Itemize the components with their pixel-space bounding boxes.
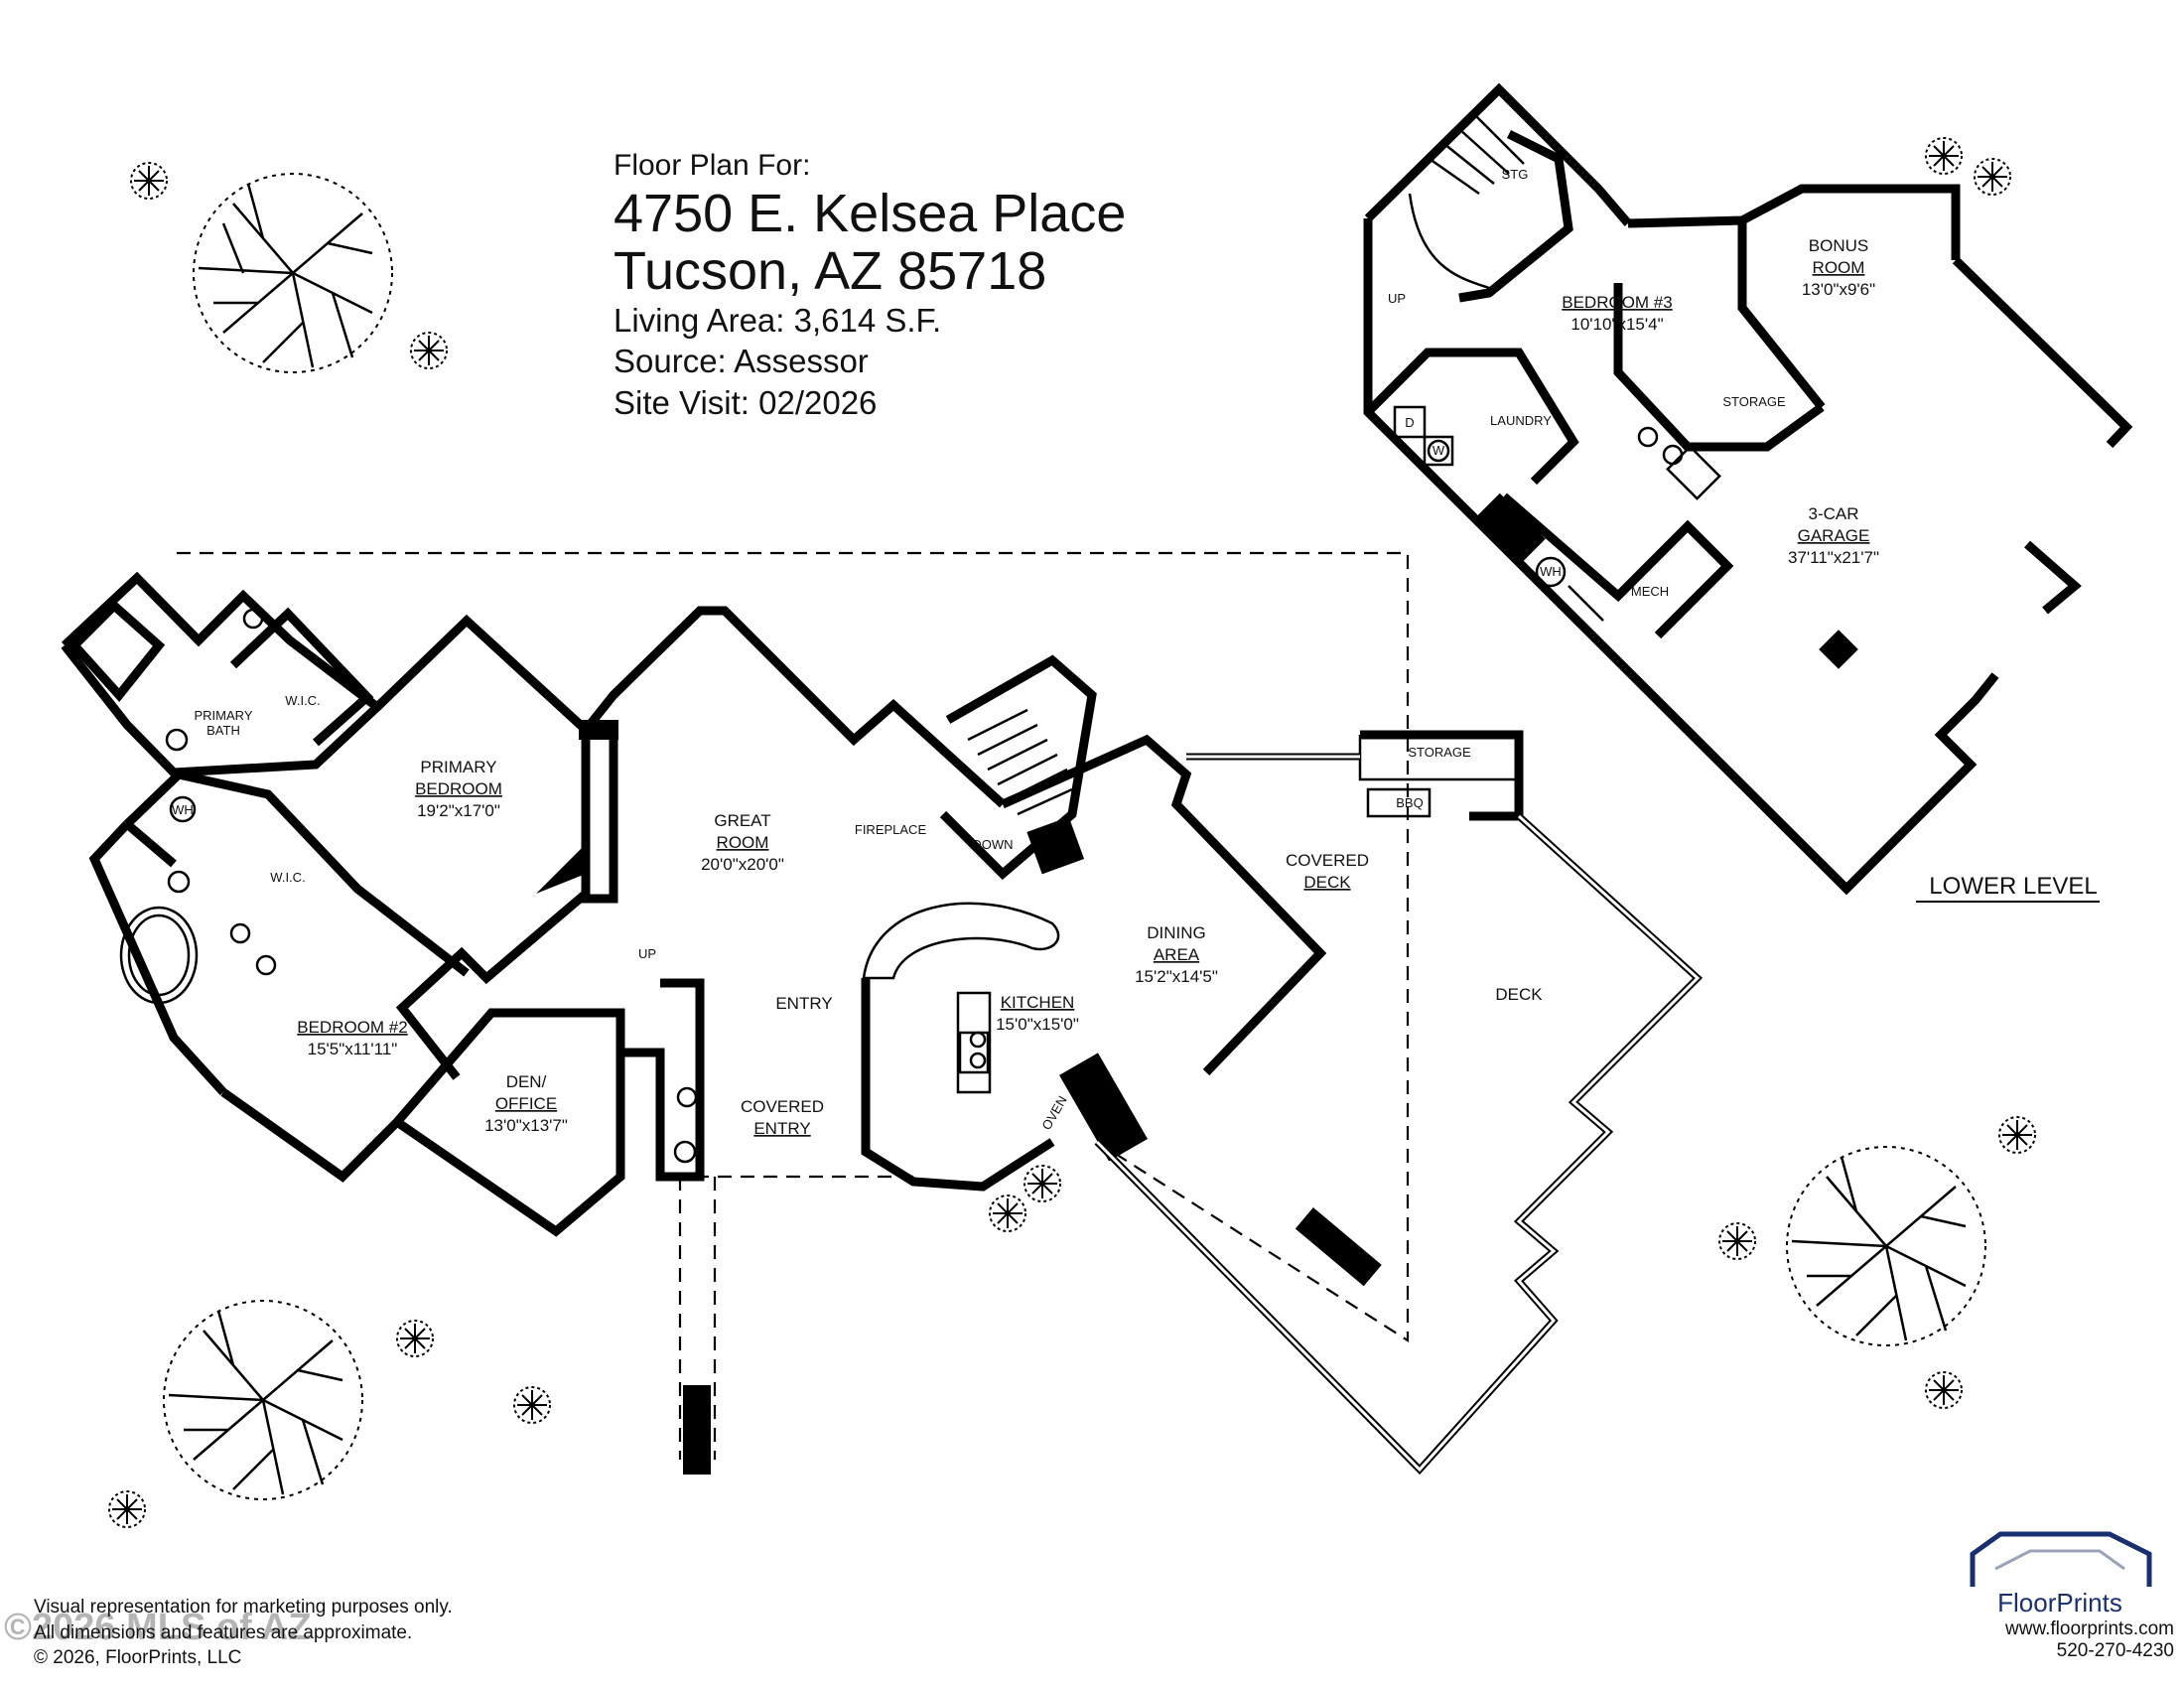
dim-den: 13'0"x13'7": [484, 1116, 568, 1135]
website-link[interactable]: www.floorprints.com: [2005, 1618, 2174, 1639]
room-label-garage-1: 3-CAR: [1808, 504, 1858, 523]
room-label-primary-bedroom-1: PRIMARY: [420, 758, 496, 776]
shrub-icon: [108, 137, 2036, 1528]
stair-treads: [967, 708, 1073, 816]
room-label-den-1: DEN/: [506, 1072, 547, 1091]
bath-fixtures: [119, 608, 987, 1164]
tree-icon: [1786, 1146, 1986, 1346]
oven-label: OVEN: [1038, 1093, 1069, 1132]
disclaimer: Visual representation for marketing purp…: [34, 1595, 453, 1671]
room-label-laundry: LAUNDRY: [1490, 413, 1552, 428]
plan-header: Floor Plan For: 4750 E. Kelsea Place Tuc…: [614, 147, 1126, 423]
room-label-great-room-1: GREAT: [714, 811, 770, 830]
room-label-dining-1: DINING: [1147, 923, 1206, 942]
room-label-kitchen: KITCHEN: [1001, 993, 1075, 1012]
dim-dining: 15'2"x14'5": [1135, 967, 1218, 986]
street-address: 4750 E. Kelsea Place: [614, 183, 1127, 243]
room-label-bedroom-3: BEDROOM #3: [1562, 293, 1672, 312]
room-label-primary-bath-1: PRIMARY: [195, 708, 253, 723]
room-label-bedroom-2: BEDROOM #2: [297, 1018, 407, 1037]
room-label-entry: ENTRY: [775, 994, 832, 1013]
room-label-wic-1: W.I.C.: [285, 693, 320, 708]
copyright: © 2026, FloorPrints, LLC: [34, 1647, 242, 1669]
room-label-garage-2: GARAGE: [1798, 526, 1870, 545]
room-label-bonus-2: ROOM: [1813, 258, 1865, 277]
stair-up-label: UP: [638, 946, 656, 961]
room-label-great-room-2: ROOM: [717, 833, 769, 852]
mls-watermark: ©2026 MLS of AZ: [4, 1607, 312, 1648]
dim-bedroom-3: 10'10"x15'4": [1570, 315, 1663, 334]
disclaimer-line-2: All dimensions and features are approxim…: [34, 1621, 413, 1643]
disclaimer-line-1: Visual representation for marketing purp…: [34, 1597, 453, 1618]
water-heater-label: WH: [172, 802, 194, 817]
room-label-primary-bath-2: BATH: [206, 723, 240, 738]
room-label-wic-2: W.I.C.: [270, 870, 305, 885]
room-label-covered-entry-1: COVERED: [741, 1097, 824, 1116]
lower-level-walls: [1363, 82, 2133, 896]
bbq-label: BBQ: [1396, 795, 1423, 810]
column: [683, 1385, 711, 1475]
room-label-deck: DECK: [1495, 985, 1543, 1004]
lower-level-title: LOWER LEVEL: [1929, 873, 2097, 900]
dim-bedroom-2: 15'5"x11'11": [308, 1040, 398, 1058]
stair-down-label: DOWN: [972, 837, 1013, 852]
tree-icon: [193, 173, 393, 373]
room-label-storage-main: STORAGE: [1408, 745, 1471, 760]
dim-garage: 37'11"x21'7": [1788, 548, 1879, 567]
living-area: Living Area: 3,614 S.F.: [614, 302, 942, 340]
site-visit: Site Visit: 02/2026: [614, 383, 878, 421]
room-label-bonus-1: BONUS: [1809, 236, 1868, 255]
dim-kitchen: 15'0"x15'0": [996, 1015, 1079, 1034]
city-state-zip: Tucson, AZ 85718: [614, 240, 1047, 301]
plan-for-label: Floor Plan For:: [614, 149, 811, 182]
dim-great-room: 20'0"x20'0": [701, 855, 784, 874]
source: Source: Assessor: [614, 343, 869, 380]
room-label-mech: MECH: [1631, 584, 1669, 599]
room-label-dining-2: AREA: [1154, 945, 1200, 964]
room-label-primary-bedroom-2: BEDROOM: [415, 779, 502, 798]
fireplace-label: FIREPLACE: [855, 822, 927, 837]
lower-stair-up-label: UP: [1388, 291, 1406, 306]
room-label-stg: STG: [1502, 167, 1529, 182]
deck-outline: [1094, 813, 1704, 1476]
room-label-covered-deck-1: COVERED: [1286, 851, 1369, 870]
room-label-covered-entry-2: ENTRY: [753, 1119, 810, 1138]
room-label-den-2: OFFICE: [495, 1094, 557, 1113]
washer-label: W: [1433, 443, 1445, 458]
roof-outline: [177, 551, 1410, 1343]
phone-number: 520-270-4230: [2056, 1640, 2174, 1661]
dim-bonus: 13'0"x9'6": [1802, 280, 1875, 299]
dim-primary-bedroom: 19'2"x17'0": [417, 801, 500, 820]
house-logo-icon: [1970, 1531, 2152, 1587]
main-floor-walls: [61, 571, 1382, 1287]
floorprints-logo: FloorPrints www.floorprints.com 520-270-…: [1946, 1529, 2174, 1662]
lower-water-heater-label: WH: [1540, 564, 1562, 579]
lower-fixtures: [1393, 115, 1721, 636]
room-label-covered-deck-2: DECK: [1303, 873, 1351, 892]
brand-name: FloorPrints: [1997, 1588, 2122, 1618]
storage-bbq-block: [1360, 730, 1524, 821]
dryer-label: D: [1405, 415, 1414, 430]
room-label-storage-lower: STORAGE: [1722, 394, 1786, 409]
tree-icon: [163, 1300, 363, 1500]
